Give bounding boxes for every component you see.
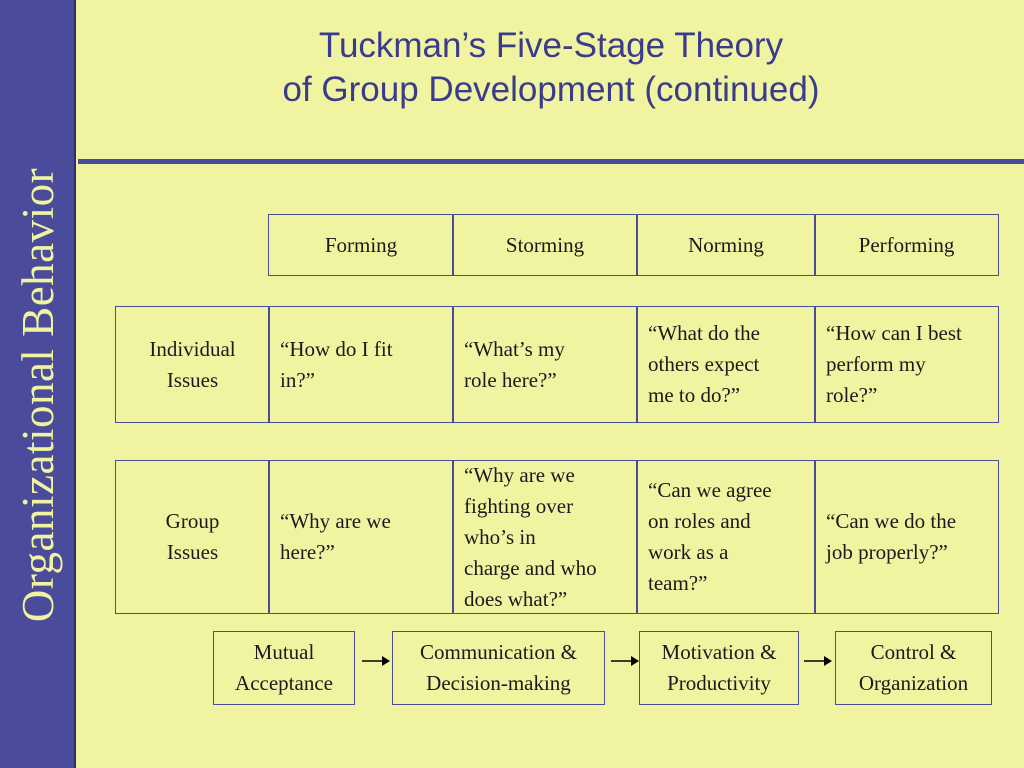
sidebar: Organizational Behavior — [0, 0, 76, 768]
flow-box-control: Control &Organization — [835, 631, 992, 705]
flow-box-communication: Communication &Decision-making — [392, 631, 605, 705]
stage-header-performing: Performing — [814, 214, 999, 276]
stage-header-storming: Storming — [452, 214, 638, 276]
title-divider — [78, 159, 1024, 164]
title-line-2: of Group Development (continued) — [282, 70, 820, 109]
flow-arrow-1 — [362, 656, 390, 666]
stage-header-norming: Norming — [636, 214, 816, 276]
sidebar-title: Organizational Behavior — [13, 167, 63, 623]
flow-arrow-3 — [804, 656, 832, 666]
flow-box-motivation: Motivation &Productivity — [639, 631, 799, 705]
flow-arrow-2 — [611, 656, 639, 666]
slide-title: Tuckman’s Five-Stage Theory of Group Dev… — [78, 24, 1024, 112]
stage-header-forming: Forming — [268, 214, 454, 276]
title-line-1: Tuckman’s Five-Stage Theory — [318, 26, 784, 65]
